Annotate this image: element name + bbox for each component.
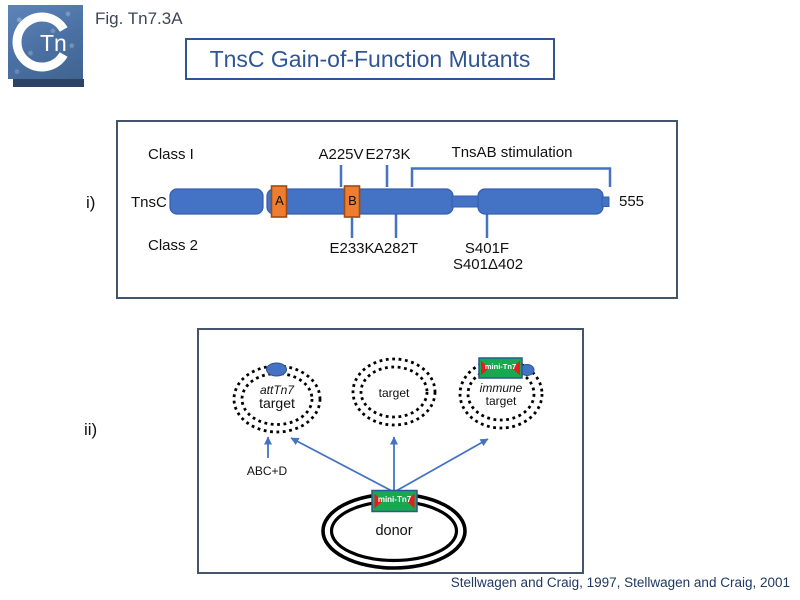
mutation-label-a225v: A225V: [318, 146, 364, 163]
panel-ii-index: ii): [84, 420, 98, 439]
tnsc-protein-label: TnsC: [131, 194, 167, 211]
mini-tn7-label-donor: mini-Tn7: [377, 495, 412, 504]
logo-shadow: [13, 79, 84, 87]
mutation-label-a282t: A282T: [373, 240, 419, 257]
slide-title: TnsC Gain-of-Function Mutants: [209, 45, 531, 72]
abc-d-label: ABC+D: [246, 464, 288, 478]
panel-i-index: i): [86, 193, 96, 212]
logo-c-arc: [12, 12, 68, 72]
mutation-label-e273k: E273K: [365, 146, 411, 163]
tn-logo-background: [8, 5, 83, 79]
domain-b-letter: B: [348, 193, 357, 208]
mutation-label-s401d402: S401Δ402: [452, 256, 524, 273]
logo-c-icon: [12, 12, 68, 72]
slide-title-box: TnsC Gain-of-Function Mutants: [185, 38, 555, 80]
immune-plasmid-name: immune: [479, 381, 523, 395]
figure-number-label: Fig. Tn7.3A: [95, 9, 183, 28]
protein-length-label: 555: [619, 193, 645, 210]
tnsab-stimulation-label: TnsAB stimulation: [451, 144, 573, 161]
class-2-label: Class 2: [148, 237, 199, 254]
mini-tn7-label-immune: mini-Tn7: [484, 362, 517, 371]
att-plasmid-target-label: target: [259, 395, 295, 411]
donor-label: donor: [375, 523, 413, 539]
mutation-label-s401f: S401F: [464, 240, 510, 257]
mutation-label-e233k: E233K: [329, 240, 375, 257]
logo-tn-text: Tn: [40, 30, 67, 56]
target-plasmid-label: target: [378, 386, 410, 400]
tn-logo: Tn: [8, 5, 84, 87]
class-1-label: Class I: [148, 146, 194, 163]
immune-plasmid-target-label: target: [485, 394, 517, 408]
citation: Stellwagen and Craig, 1997, Stellwagen a…: [450, 575, 790, 590]
domain-a-letter: A: [275, 193, 284, 208]
